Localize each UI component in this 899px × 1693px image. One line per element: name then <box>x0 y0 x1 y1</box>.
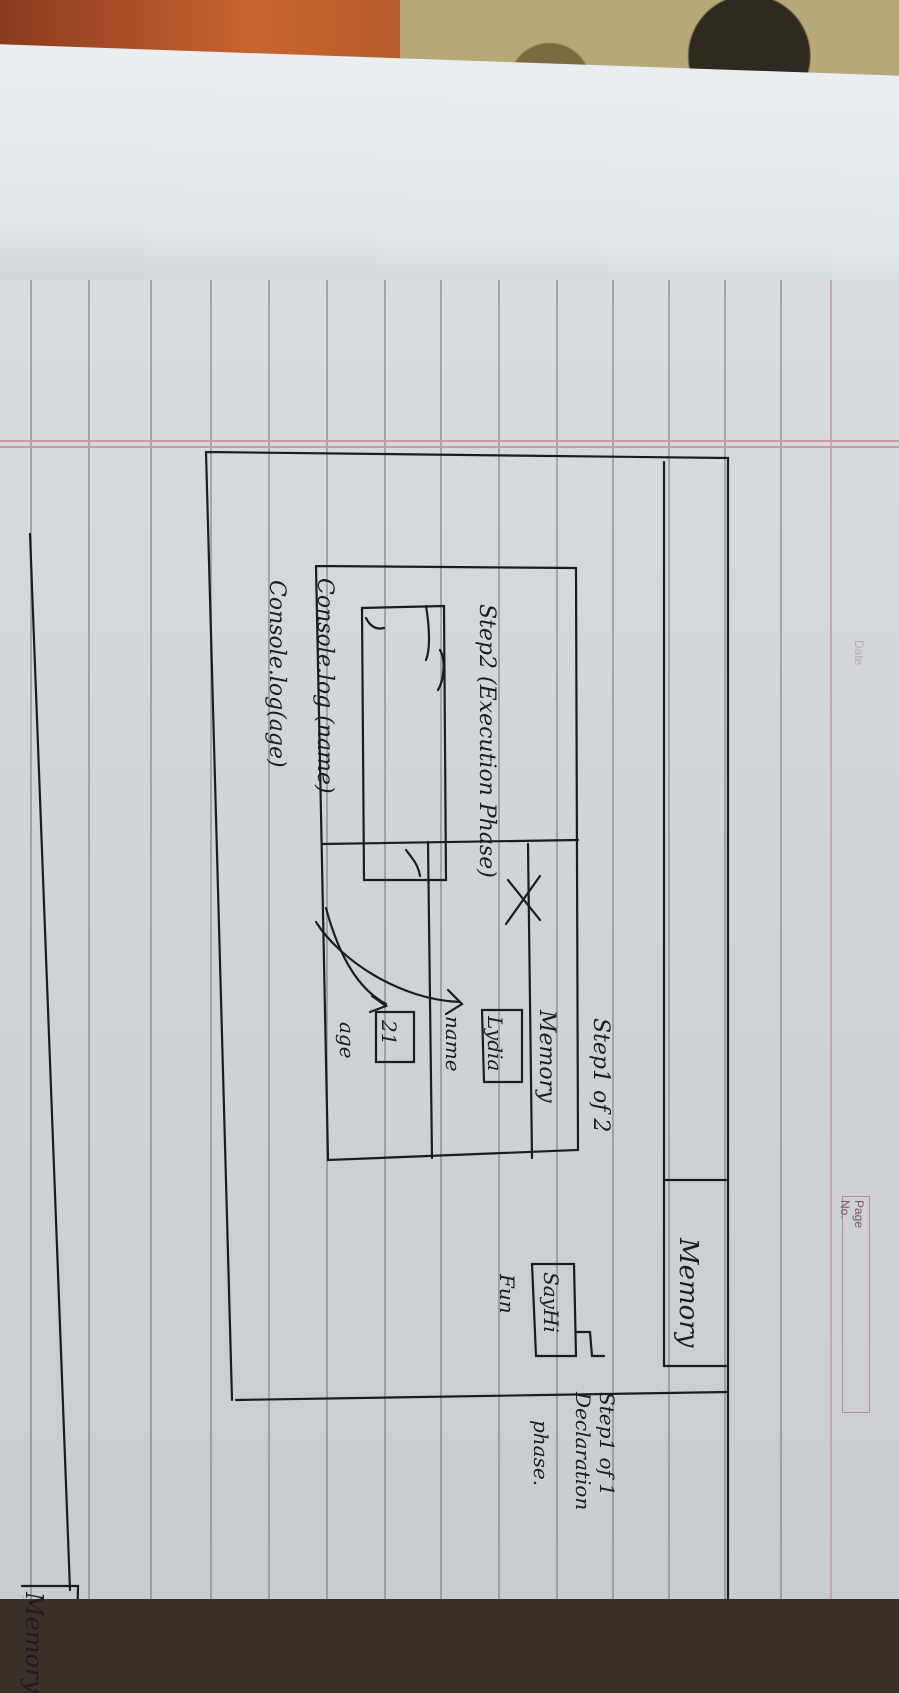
console-name-label: Console.log (name) <box>312 578 337 794</box>
margin-line <box>0 446 899 448</box>
ruled-line <box>498 280 500 1599</box>
name-label: name <box>441 1016 465 1072</box>
ruled-line <box>384 280 386 1599</box>
ruled-line <box>88 280 90 1599</box>
ruled-line <box>724 280 726 1599</box>
page-number-label: Page No. <box>838 1200 866 1229</box>
margin-line <box>0 440 899 442</box>
faded-date-label: Date <box>852 640 866 666</box>
step2-exec-label: Step2 (Execution Phase) <box>474 604 499 878</box>
memory-inner-label: Memory <box>534 1009 559 1103</box>
notebook-page <box>0 280 899 1599</box>
memory-top-label: Memory <box>673 1237 703 1348</box>
ruled-line <box>668 280 670 1599</box>
ruled-line <box>268 280 270 1599</box>
phase-label: phase. <box>529 1420 553 1486</box>
ruled-line <box>556 280 558 1599</box>
ruled-line <box>150 280 152 1599</box>
diagram-drawing: Memory Step1 of 1 Declaration phase. Say… <box>20 450 730 1599</box>
step1-of1-label: Step1 of 1 <box>595 1392 619 1496</box>
age-label: age <box>335 1022 359 1059</box>
margin-line-vertical <box>830 280 832 1599</box>
ruled-line <box>612 280 614 1599</box>
ruled-line <box>440 280 442 1599</box>
ruled-line <box>30 280 32 1599</box>
step1-of2-label: Step1 of 2 <box>588 1018 613 1132</box>
twenty-one-label: 21 <box>377 1019 401 1045</box>
console-age-label: Console.log(age) <box>264 580 289 768</box>
ruled-line <box>210 280 212 1599</box>
memory-bottom-label: Memory <box>23 1595 25 1599</box>
fun-label: Fun <box>495 1273 519 1314</box>
memory-bottom-text: Memory <box>20 1592 48 1693</box>
declaration-label: Declaration <box>571 1391 595 1510</box>
page-number-box <box>842 1196 870 1413</box>
ruled-line <box>326 280 328 1599</box>
sayhi-label: SayHi <box>539 1272 563 1333</box>
lydia-label: Lydia <box>483 1015 507 1071</box>
ruled-line <box>780 280 782 1599</box>
